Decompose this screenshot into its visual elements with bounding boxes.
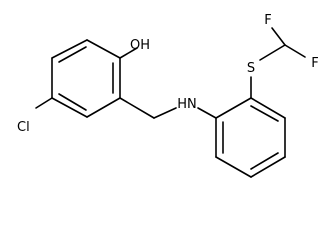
bond (250, 97, 286, 119)
bond (215, 97, 252, 119)
bond (215, 156, 252, 178)
bond-c-oh (119, 47, 138, 59)
aniline-ring (215, 97, 286, 178)
bond-s-chf2 (259, 44, 286, 61)
phenol-ring (51, 39, 121, 118)
fluorine-label-1: F (264, 13, 271, 28)
bond (51, 39, 88, 59)
molecule-diagram: OH Cl HN S F F (17, 13, 319, 178)
hydroxyl-label: OH (130, 38, 150, 53)
sulfur-label: S (247, 61, 255, 76)
double-bond-inner (58, 93, 87, 111)
bond-n-ring (197, 107, 217, 119)
bond (86, 39, 121, 59)
bond-c-f1 (271, 27, 286, 46)
bond-c-f2 (284, 44, 306, 58)
double-bond-inner (250, 105, 279, 122)
bond (250, 156, 286, 178)
bond (51, 97, 88, 118)
bond-ring-ch2 (119, 97, 155, 119)
chemical-structure-canvas: OH Cl HN S F F (17, 13, 319, 178)
double-bond-inner (250, 152, 279, 170)
amine-label: HN (177, 97, 197, 112)
double-bond-inner (58, 46, 87, 63)
fluorine-label-2: F (311, 56, 318, 71)
bond-ch2-n (153, 107, 177, 119)
bond (86, 97, 121, 118)
chlorine-label: Cl (17, 120, 30, 135)
bond-c-cl (35, 97, 53, 109)
